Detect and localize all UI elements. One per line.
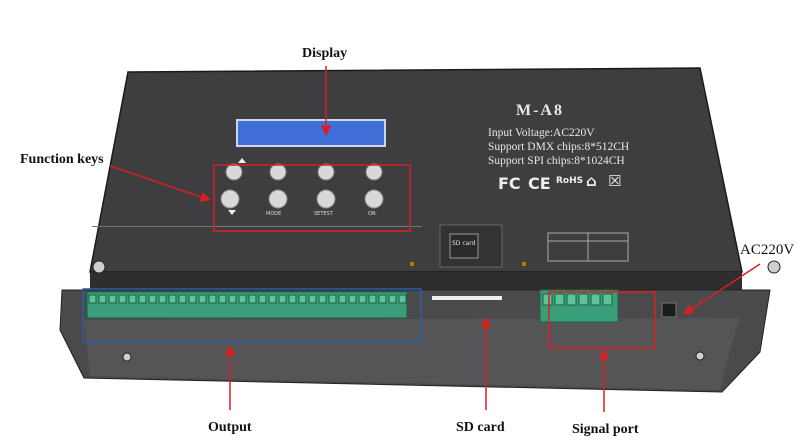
terminal-screw bbox=[158, 294, 167, 304]
function-keys-label: Function keys bbox=[20, 152, 104, 167]
terminal-screw bbox=[108, 294, 117, 304]
terminal-screw bbox=[178, 294, 187, 304]
up-arrow-icon bbox=[238, 158, 246, 163]
spec-line-1: Input Voltage:AC220V bbox=[488, 127, 595, 139]
mounting-hole-left bbox=[92, 260, 106, 274]
terminal-screw bbox=[398, 294, 407, 304]
terminal-screw bbox=[128, 294, 137, 304]
output-label: Output bbox=[208, 420, 252, 435]
key-2[interactable] bbox=[269, 163, 287, 181]
terminal-screw bbox=[358, 294, 367, 304]
mounting-hole-bottom-left bbox=[122, 352, 132, 362]
terminal-screw bbox=[228, 294, 237, 304]
key-label-on: ON bbox=[368, 211, 376, 217]
terminal-screw bbox=[318, 294, 327, 304]
model-name: M-A8 bbox=[516, 102, 564, 119]
function-keys bbox=[220, 158, 384, 215]
key-label-setest: SETEST bbox=[314, 211, 333, 217]
output-label-strip bbox=[92, 226, 422, 227]
key-3[interactable] bbox=[317, 163, 335, 181]
rohs-logo: RoHS bbox=[556, 176, 584, 186]
home-icon: ⌂ bbox=[586, 172, 597, 190]
terminal-screw bbox=[258, 294, 267, 304]
terminal-screw bbox=[208, 294, 217, 304]
terminal-screw bbox=[218, 294, 227, 304]
sd-slot[interactable] bbox=[432, 296, 502, 300]
terminal-screw bbox=[188, 294, 197, 304]
signal-screws bbox=[542, 293, 613, 306]
terminal-screw bbox=[248, 294, 257, 304]
terminal-screw bbox=[328, 294, 337, 304]
spec-line-3: Support SPI chips:8*1024CH bbox=[488, 155, 625, 167]
key-on[interactable] bbox=[364, 189, 384, 209]
key-down[interactable] bbox=[220, 189, 240, 209]
terminal-screw bbox=[98, 294, 107, 304]
fc-logo: FC bbox=[498, 174, 521, 193]
ac-power-socket bbox=[661, 302, 677, 318]
ac220v-arrow bbox=[683, 263, 761, 315]
status-led-1 bbox=[410, 262, 414, 266]
key-label-mode: MODE bbox=[266, 211, 282, 217]
terminal-screw bbox=[338, 294, 347, 304]
terminal-screw bbox=[368, 294, 377, 304]
mounting-hole-bottom-right bbox=[695, 351, 705, 361]
ac220v-label: AC220V bbox=[740, 242, 795, 258]
key-setest[interactable] bbox=[316, 189, 336, 209]
terminal-screw bbox=[388, 294, 397, 304]
sd-card-label: SD card bbox=[456, 420, 505, 435]
signal-port-label: Signal port bbox=[572, 422, 639, 437]
terminal-screw bbox=[198, 294, 207, 304]
signal-screw bbox=[566, 293, 577, 306]
down-arrow-icon bbox=[228, 210, 236, 215]
terminal-screw bbox=[138, 294, 147, 304]
terminal-screw bbox=[268, 294, 277, 304]
terminal-screw bbox=[288, 294, 297, 304]
sd-card-outline bbox=[449, 233, 479, 259]
display-label: Display bbox=[302, 46, 348, 61]
device-base-plate bbox=[84, 318, 740, 390]
output-box bbox=[82, 288, 422, 343]
signal-screw bbox=[602, 293, 613, 306]
terminal-screw bbox=[378, 294, 387, 304]
terminal-screw bbox=[278, 294, 287, 304]
ce-logo: CE bbox=[528, 174, 551, 193]
terminal-screw bbox=[118, 294, 127, 304]
mounting-hole-right bbox=[767, 260, 781, 274]
key-4[interactable] bbox=[365, 163, 383, 181]
terminal-screw bbox=[348, 294, 357, 304]
terminal-screw bbox=[88, 294, 97, 304]
signal-screw bbox=[542, 293, 553, 306]
function-keys-arrow bbox=[109, 165, 211, 202]
terminal-screw bbox=[148, 294, 157, 304]
terminal-screws bbox=[88, 294, 407, 304]
terminal-screw bbox=[238, 294, 247, 304]
spec-line-2: Support DMX chips:8*512CH bbox=[488, 141, 630, 153]
sd-module-label: SD card bbox=[452, 240, 476, 247]
terminal-screw bbox=[298, 294, 307, 304]
key-up[interactable] bbox=[225, 163, 243, 181]
terminal-screw bbox=[168, 294, 177, 304]
device-top-face bbox=[89, 67, 743, 273]
key-mode[interactable] bbox=[268, 189, 288, 209]
signal-port-box bbox=[548, 291, 656, 349]
function-keys-box bbox=[213, 164, 411, 232]
status-led-2 bbox=[522, 262, 526, 266]
signal-screw bbox=[578, 293, 589, 306]
signal-screw bbox=[590, 293, 601, 306]
signal-screw bbox=[554, 293, 565, 306]
lcd-display bbox=[236, 119, 386, 147]
terminal-screw bbox=[308, 294, 317, 304]
bin-icon: ☒ bbox=[608, 172, 622, 190]
